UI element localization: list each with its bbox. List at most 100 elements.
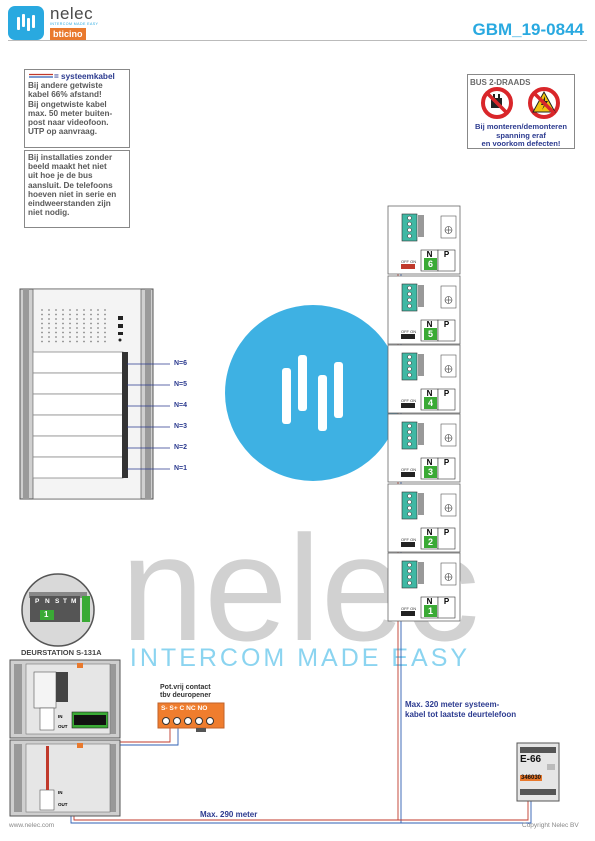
phone-n-label: N	[426, 458, 433, 467]
no-plug-icon	[481, 87, 513, 119]
note-line: Bij ongetwiste kabel	[28, 99, 107, 109]
phone-terminal-block	[401, 283, 418, 312]
note-line: niet nodig.	[28, 208, 70, 218]
note-line: eindweerstanden zijn	[28, 199, 111, 209]
brand-name: nelec	[50, 4, 94, 23]
speaker-hole	[55, 336, 57, 338]
speaker-hole	[90, 327, 92, 329]
speaker-hole	[76, 313, 78, 316]
note-line: kabel 66% afstand!	[28, 90, 102, 100]
phone-connector	[418, 285, 424, 307]
cable-max-320-line2: kabel tot laatste deurtelefoon	[405, 710, 517, 719]
speaker-hole	[76, 327, 78, 329]
speaker-hole	[90, 322, 92, 325]
button-label-n4: N=4	[174, 402, 188, 409]
speaker-hole	[104, 331, 106, 334]
speaker-hole	[83, 331, 85, 334]
speaker-hole	[62, 313, 64, 316]
terminal-screw	[407, 360, 412, 366]
terminal-zoom	[21, 573, 95, 647]
terminal-screw	[407, 441, 412, 447]
cable-max-320-line1: Max. 320 meter systeem-	[405, 700, 500, 709]
speaker-hole	[97, 327, 99, 329]
nelec-logo-icon	[8, 6, 44, 40]
phone-p-box	[437, 457, 456, 480]
door-phones-column	[387, 205, 461, 622]
phone-terminal-block	[401, 560, 418, 589]
phone-p-box	[437, 249, 456, 272]
terminal-screw	[407, 366, 412, 372]
speaker-hole	[62, 309, 64, 311]
cable-max-290: Max. 290 meter	[200, 810, 258, 819]
terminal-screw	[407, 511, 412, 517]
phone-switch	[401, 472, 415, 477]
power-supply	[516, 742, 560, 802]
speaker-hole	[83, 313, 85, 316]
speaker-hole	[55, 309, 57, 311]
terminal-screw	[407, 227, 412, 233]
note-install: Bij installaties zonder beeld maakt het …	[24, 150, 130, 228]
phone-connector	[418, 215, 424, 237]
psu-model: E-66	[520, 754, 542, 765]
phone-switch	[401, 403, 415, 408]
pin-label-m: M	[71, 598, 77, 605]
note-line: aansluit. De telefoons	[28, 180, 113, 190]
phone-p-label: P	[443, 597, 450, 606]
phone-switch	[401, 611, 415, 616]
terminal-screw	[407, 354, 412, 360]
phone-number: 1	[424, 605, 437, 617]
speaker-hole	[83, 309, 85, 311]
terminal-screw	[407, 372, 412, 378]
pin-label-n: N	[45, 598, 50, 605]
speaker-hole	[76, 309, 78, 311]
bticino-logo: bticino	[50, 28, 86, 40]
phone-p-box	[437, 527, 456, 550]
document-id: GBM_19-0844	[472, 20, 584, 39]
speaker-hole	[90, 313, 92, 316]
speaker-hole	[48, 336, 50, 338]
phone-n-label: N	[426, 389, 433, 398]
speaker-hole	[41, 309, 43, 311]
doorstation-in-label-bottom: IN	[58, 790, 63, 795]
speaker-hole	[90, 318, 92, 320]
phone-switch-label: OFF ON	[401, 398, 417, 403]
note-cable-legend: = systeemkabel	[29, 72, 115, 81]
speaker-hole	[62, 336, 64, 338]
note-line: uit hoe je de bus	[28, 171, 93, 181]
button-label-n2: N=2	[174, 444, 188, 451]
phone-number: 2	[424, 536, 437, 548]
speaker-hole	[69, 318, 71, 320]
speaker-hole	[97, 336, 99, 338]
terminal-green-value: 1	[44, 610, 49, 619]
warning-icons	[481, 87, 560, 119]
note-line: beeld maakt het niet	[28, 162, 107, 172]
pin-label-s: S	[55, 598, 60, 605]
note-cable: = systeemkabel Bij andere getwiste kabel…	[24, 69, 130, 148]
watermark-circle-logo	[225, 305, 401, 481]
speaker-hole	[55, 322, 57, 325]
phone-connector	[418, 423, 424, 445]
terminal-screw	[407, 505, 412, 511]
speaker-hole	[76, 340, 78, 343]
speaker-hole	[41, 322, 43, 325]
speaker-hole	[83, 318, 85, 320]
phone-n-label: N	[426, 597, 433, 606]
speaker-hole	[41, 331, 43, 334]
speaker-hole	[69, 331, 71, 334]
speaker-hole	[97, 313, 99, 316]
phone-switch	[401, 264, 415, 269]
note-line: UTP op aanvraag.	[28, 127, 98, 137]
speaker-hole	[69, 322, 71, 325]
terminal-screw	[407, 429, 412, 435]
speaker-hole	[48, 322, 50, 325]
phone-terminal-block	[401, 491, 418, 520]
relay-title-line2: tbv deuropener	[160, 692, 211, 699]
speaker-hole	[97, 309, 99, 311]
footer-website: www.nelec.com	[9, 822, 55, 829]
relay-title-line1: Pot.vrij contact	[160, 684, 211, 691]
speaker-grille	[41, 309, 106, 343]
speaker-hole	[62, 331, 64, 334]
speaker-hole	[83, 322, 85, 325]
speaker-hole	[104, 327, 106, 329]
